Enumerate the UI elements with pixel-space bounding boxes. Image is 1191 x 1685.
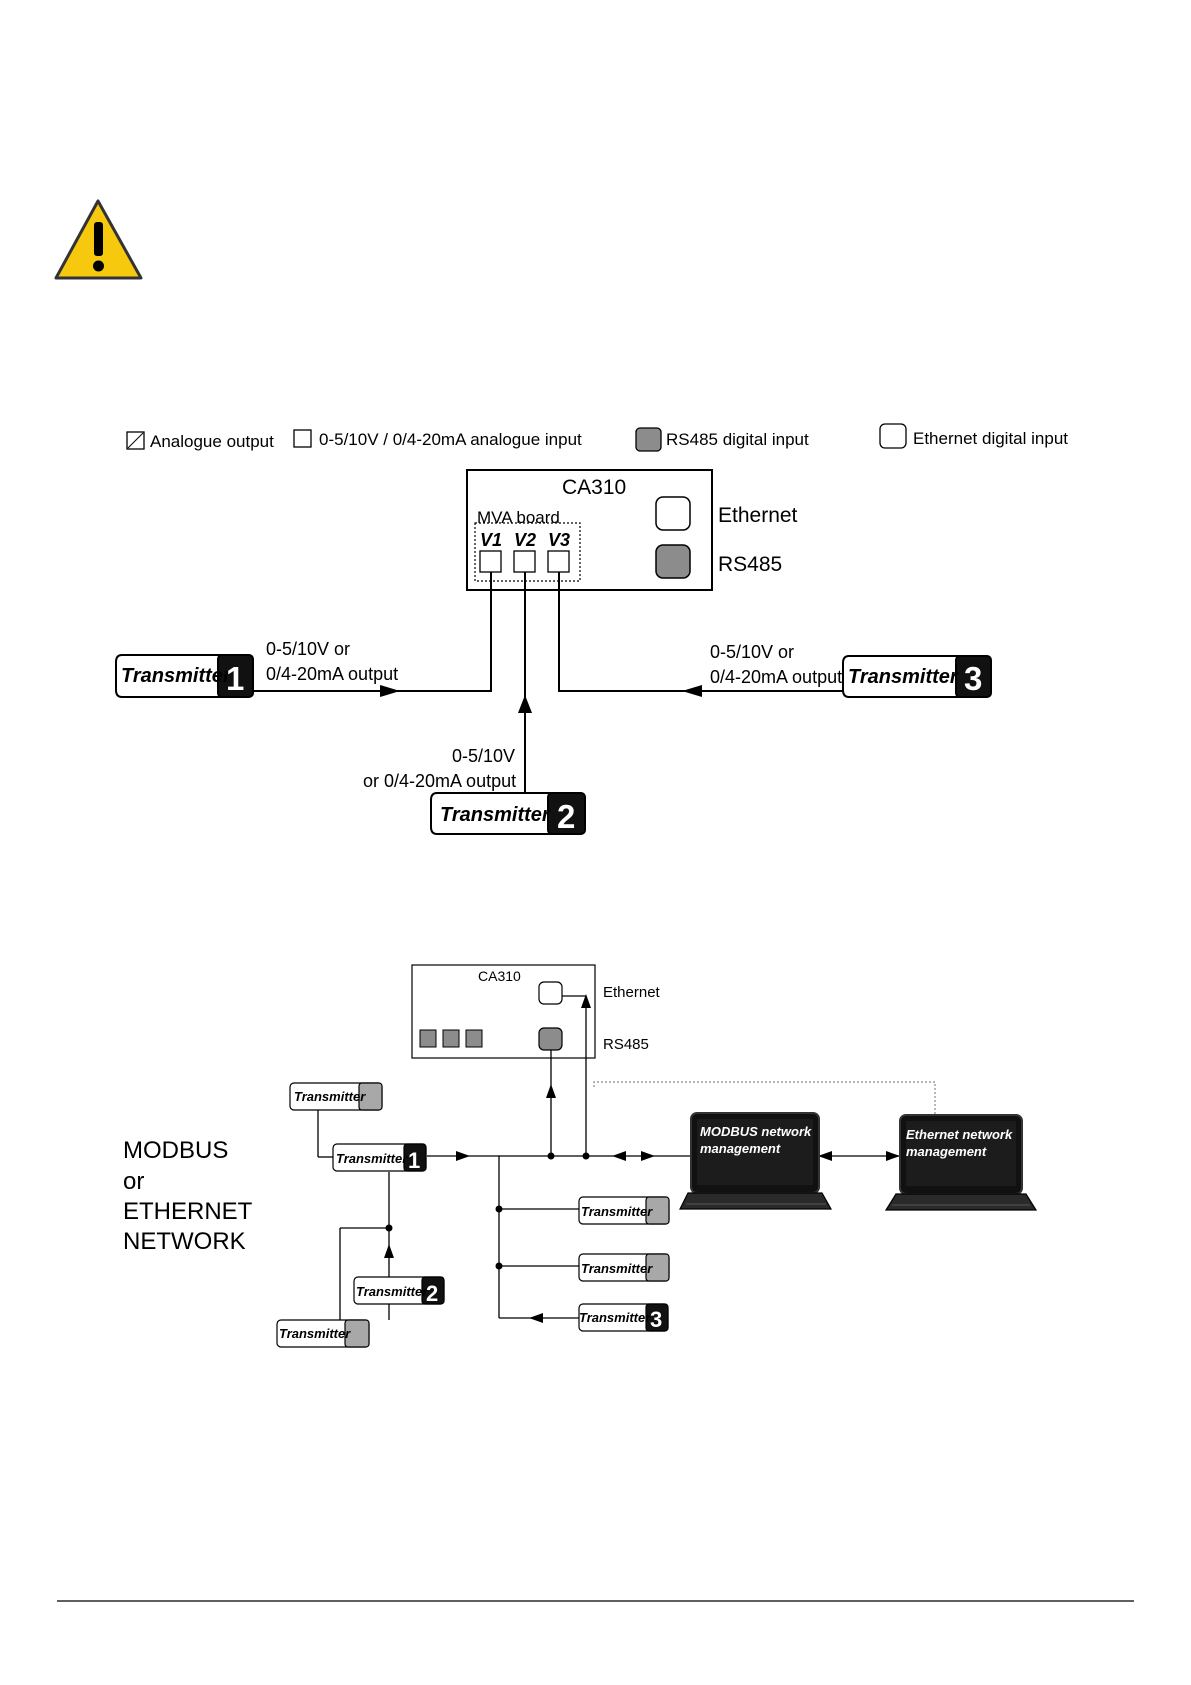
network-line4: NETWORK [123,1228,246,1255]
device-title: CA310 [562,476,626,499]
network-line3: ETHERNET [123,1198,253,1225]
transmitter-net-2: Transmitter 2 [353,1276,445,1306]
ethernet-mgmt-line2: management [906,1144,987,1159]
transmitter-2-number: 2 [557,798,575,835]
channel-v2-label: V2 [514,530,536,550]
transmitter-net-1-number: 1 [408,1148,420,1173]
arrow-t1 [380,685,400,697]
diagram-analogue-wiring: CA310 MVA board V1 V2 V3 Ethernet RS485 … [115,469,992,835]
channel-v3-terminal [547,550,570,573]
transmitter-net-2-label: Transmitter [356,1284,428,1299]
transmitter-small-b-label: Transmitter [279,1326,351,1341]
rs485-label: RS485 [718,553,782,576]
legend-ethernet-input: Ethernet digital input [879,423,1068,449]
modbus-mgmt-line2: management [700,1141,781,1156]
legend-ethernet-input-label: Ethernet digital input [913,429,1068,448]
channel-v2-terminal [513,550,536,573]
transmitter-net-3: Transmitter 3 [578,1303,669,1332]
transmitter-1: Transmitter 1 [115,654,254,698]
transmitter-small-c-label: Transmitter [581,1204,653,1219]
t1-output-line2: 0/4-20mA output [266,664,398,684]
arrow-t3 [682,685,702,697]
mva-board-outline [474,522,581,582]
wire-t1 [254,572,492,692]
rs485-port-network [538,1027,563,1051]
t3-output-line1: 0-5/10V or [710,642,794,662]
channel-v1-label: V1 [480,530,502,550]
transmitter-3: Transmitter 3 [842,655,992,698]
legend-analogue-output-label: Analogue output [150,432,274,451]
ethernet-port-network [538,981,563,1005]
transmitter-small-a: Transmitter [289,1082,383,1111]
channel-v1-terminal [479,550,502,573]
network-type-label: MODBUS or ETHERNET NETWORK [123,1137,253,1255]
legend-rs485-input: RS485 digital input [635,427,809,452]
transmitter-3-number: 3 [964,660,982,697]
transmitter-1-number: 1 [226,660,244,697]
transmitter-3-label: Transmitter [848,666,959,688]
legend-analogue-input-label: 0-5/10V / 0/4-20mA analogue input [319,430,582,449]
modbus-mgmt-line1: MODBUS network [700,1124,812,1139]
rs485-label-network: RS485 [603,1036,649,1053]
t3-output-line2: 0/4-20mA output [710,667,842,687]
legend-rs485-input-label: RS485 digital input [666,430,809,449]
laptop-icon: MODBUS network management [679,1112,833,1210]
arrow-t2 [518,695,532,713]
ca310-device-network: CA310 [411,964,596,1059]
transmitter-net-3-label: Transmitter [579,1310,651,1325]
channel-v3-label: V3 [548,530,570,550]
laptop-icon: Ethernet network management [884,1114,1038,1211]
transmitter-net-1-label: Transmitter [336,1151,408,1166]
ethernet-label: Ethernet [718,504,798,527]
t2-output-line2: or 0/4-20mA output [363,771,516,791]
diagram-network: CA310 Ethernet RS485 MODBUS or ETHERNET … [123,964,1038,1348]
rs485-port [655,544,691,579]
transmitter-small-c: Transmitter [578,1196,670,1225]
transmitter-small-d: Transmitter [578,1253,670,1282]
transmitter-small-a-label: Transmitter [294,1089,366,1104]
legend-analogue-input: 0-5/10V / 0/4-20mA analogue input [293,429,582,449]
network-line1: MODBUS [123,1137,228,1164]
legend: Analogue output 0-5/10V / 0/4-20mA analo… [126,423,1068,452]
board-label: MVA board [477,508,560,527]
transmitter-small-b: Transmitter [276,1319,370,1348]
ethernet-port [655,496,691,531]
network-arrows [384,994,900,1323]
network-line2: or [123,1168,144,1195]
ethernet-label-network: Ethernet [603,984,661,1001]
transmitter-net-3-number: 3 [650,1307,662,1332]
transmitter-1-label: Transmitter [121,665,232,687]
t2-output-line1: 0-5/10V [452,746,515,766]
device-title-network: CA310 [478,968,521,984]
ethernet-dotted-link [593,1081,936,1115]
transmitter-2: Transmitter 2 [430,792,586,835]
transmitter-2-label: Transmitter [440,804,551,826]
network-junctions [385,1152,590,1270]
transmitter-small-d-label: Transmitter [581,1261,653,1276]
wire-t3 [558,572,843,692]
ca310-device: CA310 MVA board V1 V2 V3 [466,469,713,591]
transmitter-net-1: Transmitter 1 [332,1143,427,1173]
t1-output-line1: 0-5/10V or [266,639,350,659]
warning-icon [54,199,143,280]
legend-analogue-output: Analogue output [126,431,274,451]
transmitter-net-2-number: 2 [426,1281,438,1306]
ethernet-mgmt-line1: Ethernet network [906,1127,1013,1142]
